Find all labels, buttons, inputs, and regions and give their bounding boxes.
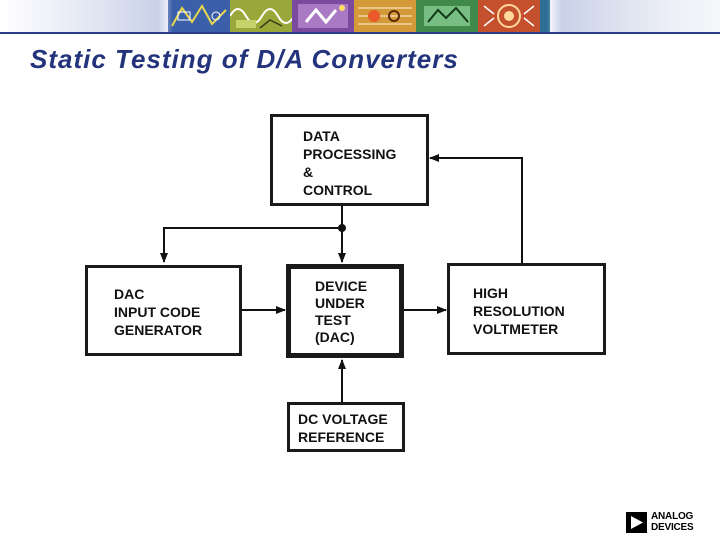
block-high-resolution-voltmeter: HIGH RESOLUTION VOLTMETER [447, 263, 606, 355]
logo-triangle-icon [626, 512, 647, 533]
page-title: Static Testing of D/A Converters [30, 44, 459, 74]
block-dc-voltage-reference: DC VOLTAGE REFERENCE [287, 402, 405, 452]
header-banner [0, 0, 720, 32]
banner-gradient [0, 0, 720, 32]
block-high-resolution-voltmeter-label: HIGH RESOLUTION VOLTMETER [473, 285, 565, 337]
block-dac-input-code-generator: DAC INPUT CODE GENERATOR [85, 265, 242, 356]
analog-devices-logo: ANALOG DEVICES [626, 511, 706, 535]
arrow-junction-to-code-generator [160, 227, 342, 263]
arrow-voltmeter-to-processing [429, 154, 523, 263]
header-rule [0, 32, 720, 34]
block-device-under-test-label: DEVICE UNDER TEST (DAC) [315, 278, 368, 345]
block-data-processing: DATA PROCESSING & CONTROL [270, 114, 429, 206]
block-device-under-test: DEVICE UNDER TEST (DAC) [286, 264, 404, 358]
logo-wordmark: ANALOG DEVICES [651, 511, 694, 533]
block-dac-input-code-generator-label: DAC INPUT CODE GENERATOR [114, 286, 203, 338]
block-data-processing-label: DATA PROCESSING & CONTROL [303, 128, 397, 198]
block-dc-voltage-reference-label: DC VOLTAGE REFERENCE [298, 411, 388, 445]
